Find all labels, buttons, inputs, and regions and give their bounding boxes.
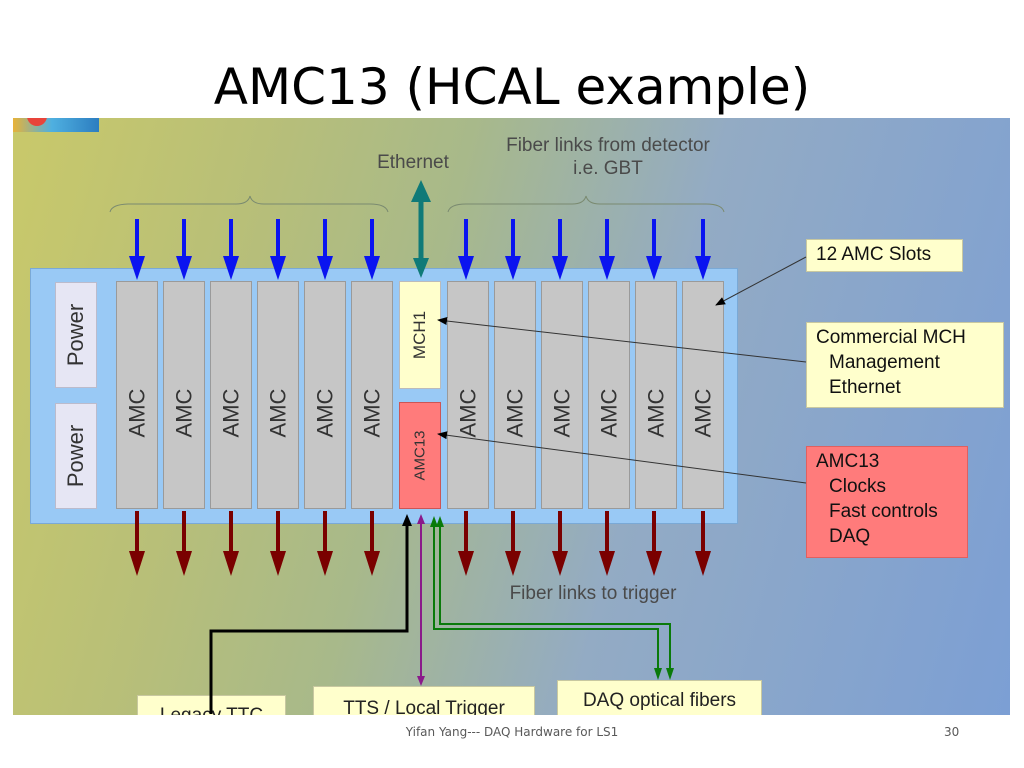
daq-optical-fibers-box: DAQ optical fibers: [557, 680, 762, 715]
amc-card: AMC: [210, 281, 252, 509]
power-module-top: Power: [55, 282, 97, 388]
callout-mch-title: Commercial MCH: [816, 327, 966, 348]
callout-amc13-line3: DAQ: [829, 526, 871, 547]
slide-title: AMC13 (HCAL example): [213, 58, 811, 116]
callout-amc13-line1: Clocks: [829, 476, 887, 497]
fiber-from-line1: Fiber links from detector: [506, 135, 710, 156]
callout-amc13-title: AMC13: [816, 451, 880, 472]
callout-amc-slots: 12 AMC Slots: [806, 239, 963, 272]
ethernet-label: Ethernet: [377, 152, 449, 173]
mch1-card: MCH1: [399, 281, 441, 389]
amc-card: AMC: [116, 281, 158, 509]
fiber-from-line2: i.e. GBT: [573, 158, 643, 179]
page-number: 30: [944, 725, 960, 739]
amc13-card: AMC13: [399, 402, 441, 509]
fiber-from-detector-label: Fiber links from detector i.e. GBT: [473, 134, 743, 180]
callout-amc13-line2: Fast controls: [829, 501, 938, 522]
callout-amc13: AMC13 Clocks Fast controls DAQ: [806, 446, 968, 558]
power-module-bottom: Power: [55, 403, 97, 509]
callout-mch-line1: Management: [829, 352, 940, 373]
amc-card: AMC: [163, 281, 205, 509]
callout-amc-slots-text: 12 AMC Slots: [816, 244, 932, 265]
amc-card: AMC: [304, 281, 346, 509]
amc-card: AMC: [257, 281, 299, 509]
amc-card: AMC: [351, 281, 393, 509]
tts-local-trigger-box: TTS / Local Trigger: [313, 686, 535, 715]
callout-mch-line2: Ethernet: [829, 377, 901, 398]
footer-text: Yifan Yang--- DAQ Hardware for LS1: [405, 725, 619, 739]
logo-strip: [13, 118, 99, 132]
legacy-ttc-box: Legacy TTC: [137, 695, 286, 715]
callout-commercial-mch: Commercial MCH Management Ethernet: [806, 322, 1004, 408]
